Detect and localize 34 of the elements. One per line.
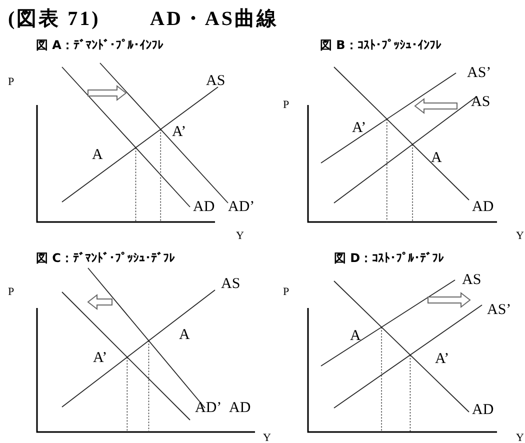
curve-label: AS (462, 272, 482, 288)
curve-label: AS’ (487, 302, 512, 318)
point-label: A (350, 328, 361, 344)
curve-label: AS (221, 276, 240, 292)
axis-label: P (8, 75, 14, 90)
panel-title: 図 A：ﾃﾞﾏﾝﾄﾞ･ﾌﾟﾙ･ｲﾝﾌﾚ (36, 38, 164, 52)
curve-label: AD (472, 199, 494, 215)
panel-title: 図 B：ｺｽﾄ･ﾌﾟｯｼｭ･ｲﾝﾌﾚ (320, 38, 442, 52)
axis-label: Y (516, 229, 524, 244)
axis-label: P (8, 285, 14, 300)
axis-label: P (283, 98, 290, 113)
figure-number: (図表 71) (8, 8, 100, 30)
point-label: A (179, 327, 190, 343)
panel-title: 図 C：ﾃﾞﾏﾝﾄﾞ･ﾌﾟｯｼｭ･ﾃﾞﾌﾚ (36, 251, 175, 265)
point-label: A (431, 150, 442, 166)
point-label: A (92, 147, 103, 163)
curve-label: AD’ (195, 400, 222, 416)
curve-label: AD (229, 400, 251, 416)
curve-label: AS (471, 94, 490, 110)
point-label: A’ (172, 124, 186, 140)
curve-label: AS (206, 73, 226, 89)
axis-label: Y (516, 431, 524, 443)
point-label: A’ (352, 120, 366, 136)
axis-label: Y (263, 431, 271, 443)
curve-label: AS’ (467, 65, 492, 81)
panel-title: 図 D：ｺｽﾄ･ﾌﾟﾙ･ﾃﾞﾌﾚ (334, 251, 444, 265)
curve-label: AD (193, 199, 215, 215)
curve-label: AD’ (228, 199, 255, 215)
axis-label: Y (236, 229, 244, 244)
point-label: A’ (435, 351, 450, 367)
chart-title: AD・AS曲線 (150, 8, 278, 30)
point-label: A’ (93, 350, 108, 366)
curve-label: AD (472, 402, 494, 418)
axis-label: P (283, 285, 290, 300)
